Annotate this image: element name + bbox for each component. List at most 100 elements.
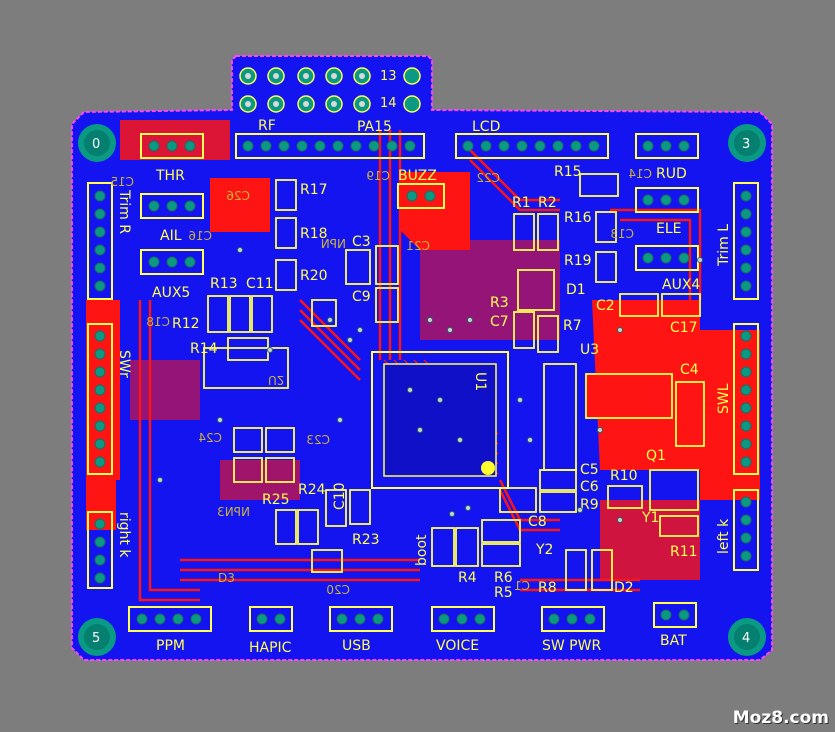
label-c13: C13 xyxy=(610,227,634,241)
label-swl: SWL xyxy=(716,383,732,414)
label-r2: R2 xyxy=(538,195,557,211)
hole-label-5: 5 xyxy=(92,631,100,646)
label-boot: boot xyxy=(414,534,430,566)
label-trim-l: Trim L xyxy=(716,224,732,267)
label-c6: C6 xyxy=(580,479,599,495)
header-number-13: 13 xyxy=(380,69,397,84)
bottom-side-labels: C19 C22 C14 C13 C15 C16 C26 C24 C23 C18 … xyxy=(110,167,652,597)
label-npn3: NPN3 xyxy=(217,505,250,519)
label-ail: AIL xyxy=(160,228,182,244)
top-header: 13 14 xyxy=(238,62,426,118)
component-labels: R17 R18 R20 R13 C11 R12 R14 C3 C9 R15 R1… xyxy=(172,164,699,601)
label-left-k: left k xyxy=(716,518,732,554)
label-pa15: PA15 xyxy=(357,119,392,135)
label-c2: C2 xyxy=(596,298,615,314)
label-r9: R9 xyxy=(580,497,599,513)
label-c21: C21 xyxy=(406,239,430,253)
vias xyxy=(157,247,703,523)
label-u2: U2 xyxy=(268,373,284,387)
label-r13: R13 xyxy=(210,276,238,292)
label-r24: R24 xyxy=(298,482,326,498)
label-q1: Q1 xyxy=(646,448,666,464)
label-c10: C10 xyxy=(332,482,348,510)
label-r25: R25 xyxy=(262,492,290,508)
copper-traces xyxy=(138,130,702,602)
label-u1: U1 xyxy=(472,372,488,391)
label-sw-pwr: SW PWR xyxy=(542,638,601,654)
label-lcd: LCD xyxy=(472,119,500,135)
label-r3: R3 xyxy=(490,295,509,311)
connector-labels: RF PA15 LCD THR AIL AUX5 BUZZ RUD ELE AU… xyxy=(116,118,732,656)
label-ele: ELE xyxy=(656,221,682,237)
label-usb: USB xyxy=(342,638,371,654)
connector-pads xyxy=(94,140,752,625)
label-d1: D1 xyxy=(566,282,586,298)
label-r12: R12 xyxy=(172,316,200,332)
mounting-holes: 0 3 5 4 xyxy=(78,124,766,656)
label-hapic: HAPIC xyxy=(249,640,292,656)
label-r19: R19 xyxy=(564,253,592,269)
label-c9: C9 xyxy=(352,289,371,305)
label-c24: C24 xyxy=(198,431,222,445)
label-swr: SWr xyxy=(116,350,132,378)
label-r17: R17 xyxy=(300,182,328,198)
watermark: Moz8.com xyxy=(732,708,829,728)
label-r6: R6 xyxy=(494,570,513,586)
label-r11: R11 xyxy=(670,544,698,560)
label-bat: BAT xyxy=(660,633,687,649)
components xyxy=(203,173,705,591)
label-c16: C16 xyxy=(188,229,212,243)
label-right-k: right k xyxy=(116,512,132,558)
label-u3: U3 xyxy=(580,342,599,358)
label-d3: D3 xyxy=(218,571,235,585)
label-buzz: BUZZ xyxy=(398,168,437,184)
label-c11: C11 xyxy=(246,276,274,292)
label-r15: R15 xyxy=(554,164,582,180)
label-r16: R16 xyxy=(564,210,592,226)
label-c19: C19 xyxy=(366,169,390,183)
label-c26: C26 xyxy=(226,189,250,203)
label-r5: R5 xyxy=(494,585,513,601)
label-ppm: PPM xyxy=(156,638,185,654)
label-thr: THR xyxy=(155,168,185,184)
label-c18: C18 xyxy=(146,315,170,329)
label-r20: R20 xyxy=(300,268,328,284)
label-r4: R4 xyxy=(458,570,477,586)
label-r8: R8 xyxy=(538,580,557,596)
mcu-u1 xyxy=(371,351,509,489)
label-r23: R23 xyxy=(352,532,380,548)
hole-label-0: 0 xyxy=(92,137,100,152)
label-c3: C3 xyxy=(352,234,371,250)
label-c1: C1 xyxy=(514,579,530,593)
connectors xyxy=(87,133,759,632)
label-c22: C22 xyxy=(476,171,500,185)
label-c4: C4 xyxy=(680,362,699,378)
label-c8: C8 xyxy=(528,514,547,530)
label-aux4: AUX4 xyxy=(662,277,700,293)
label-rf: RF xyxy=(258,118,276,134)
label-c17: C17 xyxy=(670,320,698,336)
label-c15: C15 xyxy=(110,175,134,189)
label-c5: C5 xyxy=(580,462,599,478)
label-y1: Y1 xyxy=(641,510,659,526)
label-aux5: AUX5 xyxy=(152,285,190,301)
label-y2: Y2 xyxy=(535,542,553,558)
label-r1: R1 xyxy=(512,195,531,211)
label-c20: C20 xyxy=(326,583,350,597)
label-d2: D2 xyxy=(614,580,634,596)
label-r14: R14 xyxy=(190,341,218,357)
label-r18: R18 xyxy=(300,226,328,242)
label-r7: R7 xyxy=(563,318,582,334)
label-c7: C7 xyxy=(490,314,509,330)
label-rud: RUD xyxy=(656,166,687,182)
label-c14: C14 xyxy=(628,167,652,181)
label-c23: C23 xyxy=(306,433,330,447)
hole-label-4: 4 xyxy=(742,631,750,646)
label-r10: R10 xyxy=(610,468,638,484)
hole-label-3: 3 xyxy=(742,137,750,152)
label-trim-r: Trim R xyxy=(116,189,132,234)
header-number-14: 14 xyxy=(380,96,397,111)
label-voice: VOICE xyxy=(436,638,479,654)
label-npn: NPN xyxy=(321,237,346,251)
